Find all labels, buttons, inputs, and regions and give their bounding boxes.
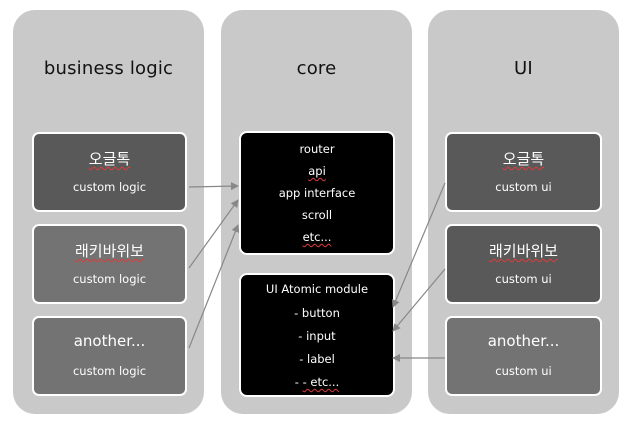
ui-atomic-item-label: - label — [299, 352, 335, 366]
core-title: core — [296, 58, 337, 79]
business-card-rps: 래키바위보 custom logic — [32, 224, 187, 304]
ui-card-another: another... custom ui — [445, 316, 602, 396]
business-card-rps-sub: custom logic — [72, 272, 147, 286]
ui-atomic-module-title: UI Atomic module — [265, 282, 369, 296]
core-column: core router api app interface scroll etc… — [221, 10, 412, 414]
business-logic-column: business logic 오글톡 custom logic 래키바위보 cu… — [13, 10, 204, 414]
core-item-scroll: scroll — [301, 208, 333, 222]
business-card-ogletalk-sub: custom logic — [72, 180, 147, 194]
business-card-ogletalk-title: 오글톡 — [88, 150, 131, 168]
ui-atomic-item-input: - input — [298, 329, 336, 343]
ui-card-another-sub: custom ui — [495, 364, 552, 378]
ui-card-rps-sub: custom ui — [495, 272, 552, 286]
core-item-api: api — [308, 164, 326, 178]
ui-card-ogletalk-title: 오글톡 — [502, 150, 545, 168]
ui-title: UI — [514, 58, 533, 79]
core-item-router: router — [299, 142, 335, 156]
core-item-app-interface: app interface — [278, 186, 356, 200]
ui-card-rps-title: 래키바위보 — [488, 242, 558, 260]
business-card-another-sub: custom logic — [72, 364, 147, 378]
ui-card-rps: 래키바위보 custom ui — [445, 224, 602, 304]
ui-atomic-module-box: UI Atomic module - button - input - labe… — [239, 273, 395, 397]
business-card-rps-title: 래키바위보 — [74, 242, 144, 260]
ui-card-another-title: another... — [487, 332, 560, 350]
core-services-box: router api app interface scroll etc... — [239, 131, 395, 255]
business-card-ogletalk: 오글톡 custom logic — [32, 132, 187, 212]
ui-card-ogletalk-sub: custom ui — [495, 180, 552, 194]
ui-atomic-item-etc: - - etc... — [294, 375, 340, 389]
core-item-etc: etc... — [302, 230, 332, 244]
business-logic-title: business logic — [43, 58, 174, 79]
business-card-another: another... custom logic — [32, 316, 187, 396]
business-card-another-title: another... — [73, 332, 146, 350]
ui-card-ogletalk: 오글톡 custom ui — [445, 132, 602, 212]
ui-column: UI 오글톡 custom ui 래키바위보 custom ui another… — [428, 10, 619, 414]
ui-atomic-item-button: - button — [294, 306, 340, 320]
